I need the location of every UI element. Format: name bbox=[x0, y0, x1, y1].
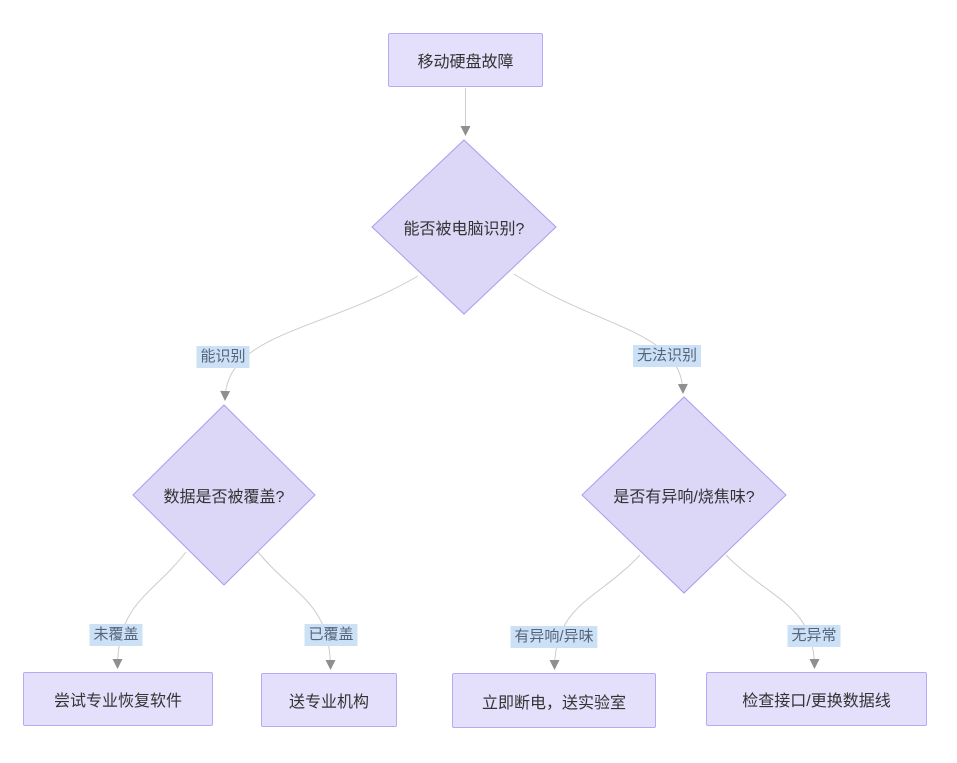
edge-label-can-recognize: 能识别 bbox=[196, 346, 250, 368]
edge-not-overwritten bbox=[112, 551, 187, 669]
edge-label-no-abnormality: 无异常 bbox=[787, 625, 841, 647]
edge-label-has-noise: 有异响/异味 bbox=[510, 626, 598, 648]
node-professional-agency: 送专业机构 bbox=[261, 673, 397, 727]
node-start-label: 移动硬盘故障 bbox=[417, 54, 514, 71]
edge-label-cannot-recognize: 无法识别 bbox=[632, 345, 702, 367]
edge-label-not-overwritten: 未覆盖 bbox=[89, 624, 143, 646]
decision-noise-or-burnt-smell bbox=[581, 396, 787, 594]
decision-can-computer-recognize-label: 能否被电脑识别? bbox=[403, 221, 525, 238]
decision-can-computer-recognize bbox=[371, 139, 557, 315]
edge-label-overwritten: 已覆盖 bbox=[304, 624, 358, 646]
node-send-lab-label: 立即断电，送实验室 bbox=[481, 694, 626, 712]
edge-has-noise bbox=[549, 554, 641, 670]
node-check-cable-label: 检查接口/更换数据线 bbox=[742, 693, 891, 710]
edge-recognized-no bbox=[513, 273, 688, 394]
edge-recognized-yes bbox=[220, 275, 419, 401]
node-send-lab: 立即断电，送实验室 bbox=[452, 673, 656, 728]
node-start: 移动硬盘故障 bbox=[388, 33, 543, 87]
decision-noise-or-burnt-smell-label: 是否有异响/烧焦味? bbox=[613, 489, 755, 506]
decision-data-overwritten bbox=[132, 404, 316, 586]
edge-overwritten bbox=[257, 551, 336, 670]
decision-data-overwritten-label: 数据是否被覆盖? bbox=[163, 489, 285, 506]
node-professional-agency-label: 送专业机构 bbox=[288, 694, 369, 711]
node-recovery-software: 尝试专业恢复软件 bbox=[23, 672, 213, 726]
node-recovery-software-label: 尝试专业恢复软件 bbox=[53, 693, 182, 710]
node-check-cable: 检查接口/更换数据线 bbox=[706, 672, 927, 726]
edge-no-abnormality bbox=[725, 554, 820, 669]
